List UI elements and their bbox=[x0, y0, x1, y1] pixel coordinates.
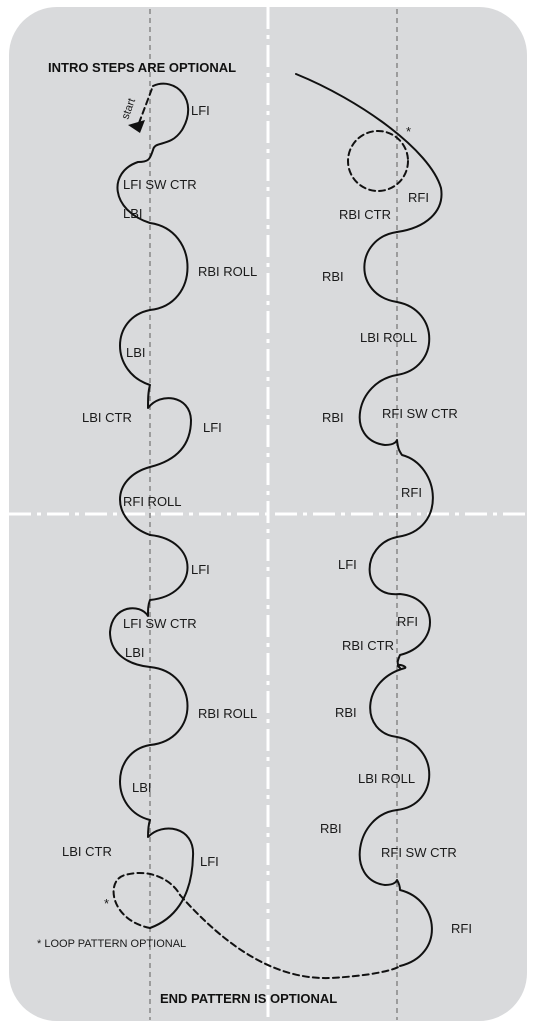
left-label: LFI SW CTR bbox=[123, 177, 197, 192]
right-label: RBI CTR bbox=[342, 638, 394, 653]
left-label: LFI bbox=[191, 562, 210, 577]
left-label: LBI CTR bbox=[62, 844, 112, 859]
right-tracing-lower bbox=[358, 536, 433, 967]
right-label: LFI bbox=[338, 557, 357, 572]
left-label: RBI ROLL bbox=[198, 264, 257, 279]
start-arrow-icon bbox=[128, 120, 145, 133]
optional-circle bbox=[347, 130, 409, 192]
left-label: LBI bbox=[132, 780, 152, 795]
left-label: LBI bbox=[125, 645, 145, 660]
right-label: LBI ROLL bbox=[360, 330, 417, 345]
right-label: LBI ROLL bbox=[358, 771, 415, 786]
right-label: RFI SW CTR bbox=[382, 406, 458, 421]
left-label: LFI bbox=[200, 854, 219, 869]
left-label: RBI ROLL bbox=[198, 706, 257, 721]
right-label: RFI bbox=[408, 190, 429, 205]
left-label: LFI bbox=[203, 420, 222, 435]
right-label: RBI bbox=[322, 269, 344, 284]
tracing-paths bbox=[109, 73, 443, 980]
left-tracing-upper bbox=[116, 82, 192, 536]
right-asterisk: * bbox=[406, 124, 411, 139]
left-label: LFI bbox=[191, 103, 210, 118]
left-column-labels: LFI LFI SW CTR LBI RBI ROLL LBI LBI CTR … bbox=[62, 103, 257, 869]
right-label: RBI bbox=[322, 410, 344, 425]
right-label: RFI bbox=[397, 614, 418, 629]
right-column-labels: RFI RBI CTR RBI LBI ROLL RBI RFI SW CTR … bbox=[320, 190, 472, 936]
left-asterisk: * bbox=[104, 896, 109, 911]
right-label: RBI CTR bbox=[339, 207, 391, 222]
intro-dashed-path bbox=[138, 85, 154, 124]
left-label: RFI ROLL bbox=[123, 494, 182, 509]
guide-lines bbox=[149, 9, 398, 1020]
loop-pattern bbox=[112, 871, 181, 929]
right-label: RFI bbox=[401, 485, 422, 500]
left-label: LBI bbox=[123, 206, 143, 221]
axis-lines bbox=[9, 7, 527, 1021]
right-label: RFI bbox=[451, 921, 472, 936]
left-label: LBI CTR bbox=[82, 410, 132, 425]
left-tracing-lower bbox=[109, 534, 195, 929]
left-label: LBI bbox=[126, 345, 146, 360]
right-label: RBI bbox=[320, 821, 342, 836]
right-tracing-upper bbox=[358, 231, 434, 538]
right-label: RBI bbox=[335, 705, 357, 720]
intro-heading: INTRO STEPS ARE OPTIONAL bbox=[48, 60, 236, 75]
loop-note: * LOOP PATTERN OPTIONAL bbox=[37, 938, 186, 950]
right-label: RFI SW CTR bbox=[381, 845, 457, 860]
end-heading: END PATTERN IS OPTIONAL bbox=[160, 991, 337, 1006]
left-label: LFI SW CTR bbox=[123, 616, 197, 631]
right-entry-path bbox=[295, 73, 443, 233]
end-pattern-path bbox=[179, 894, 401, 980]
